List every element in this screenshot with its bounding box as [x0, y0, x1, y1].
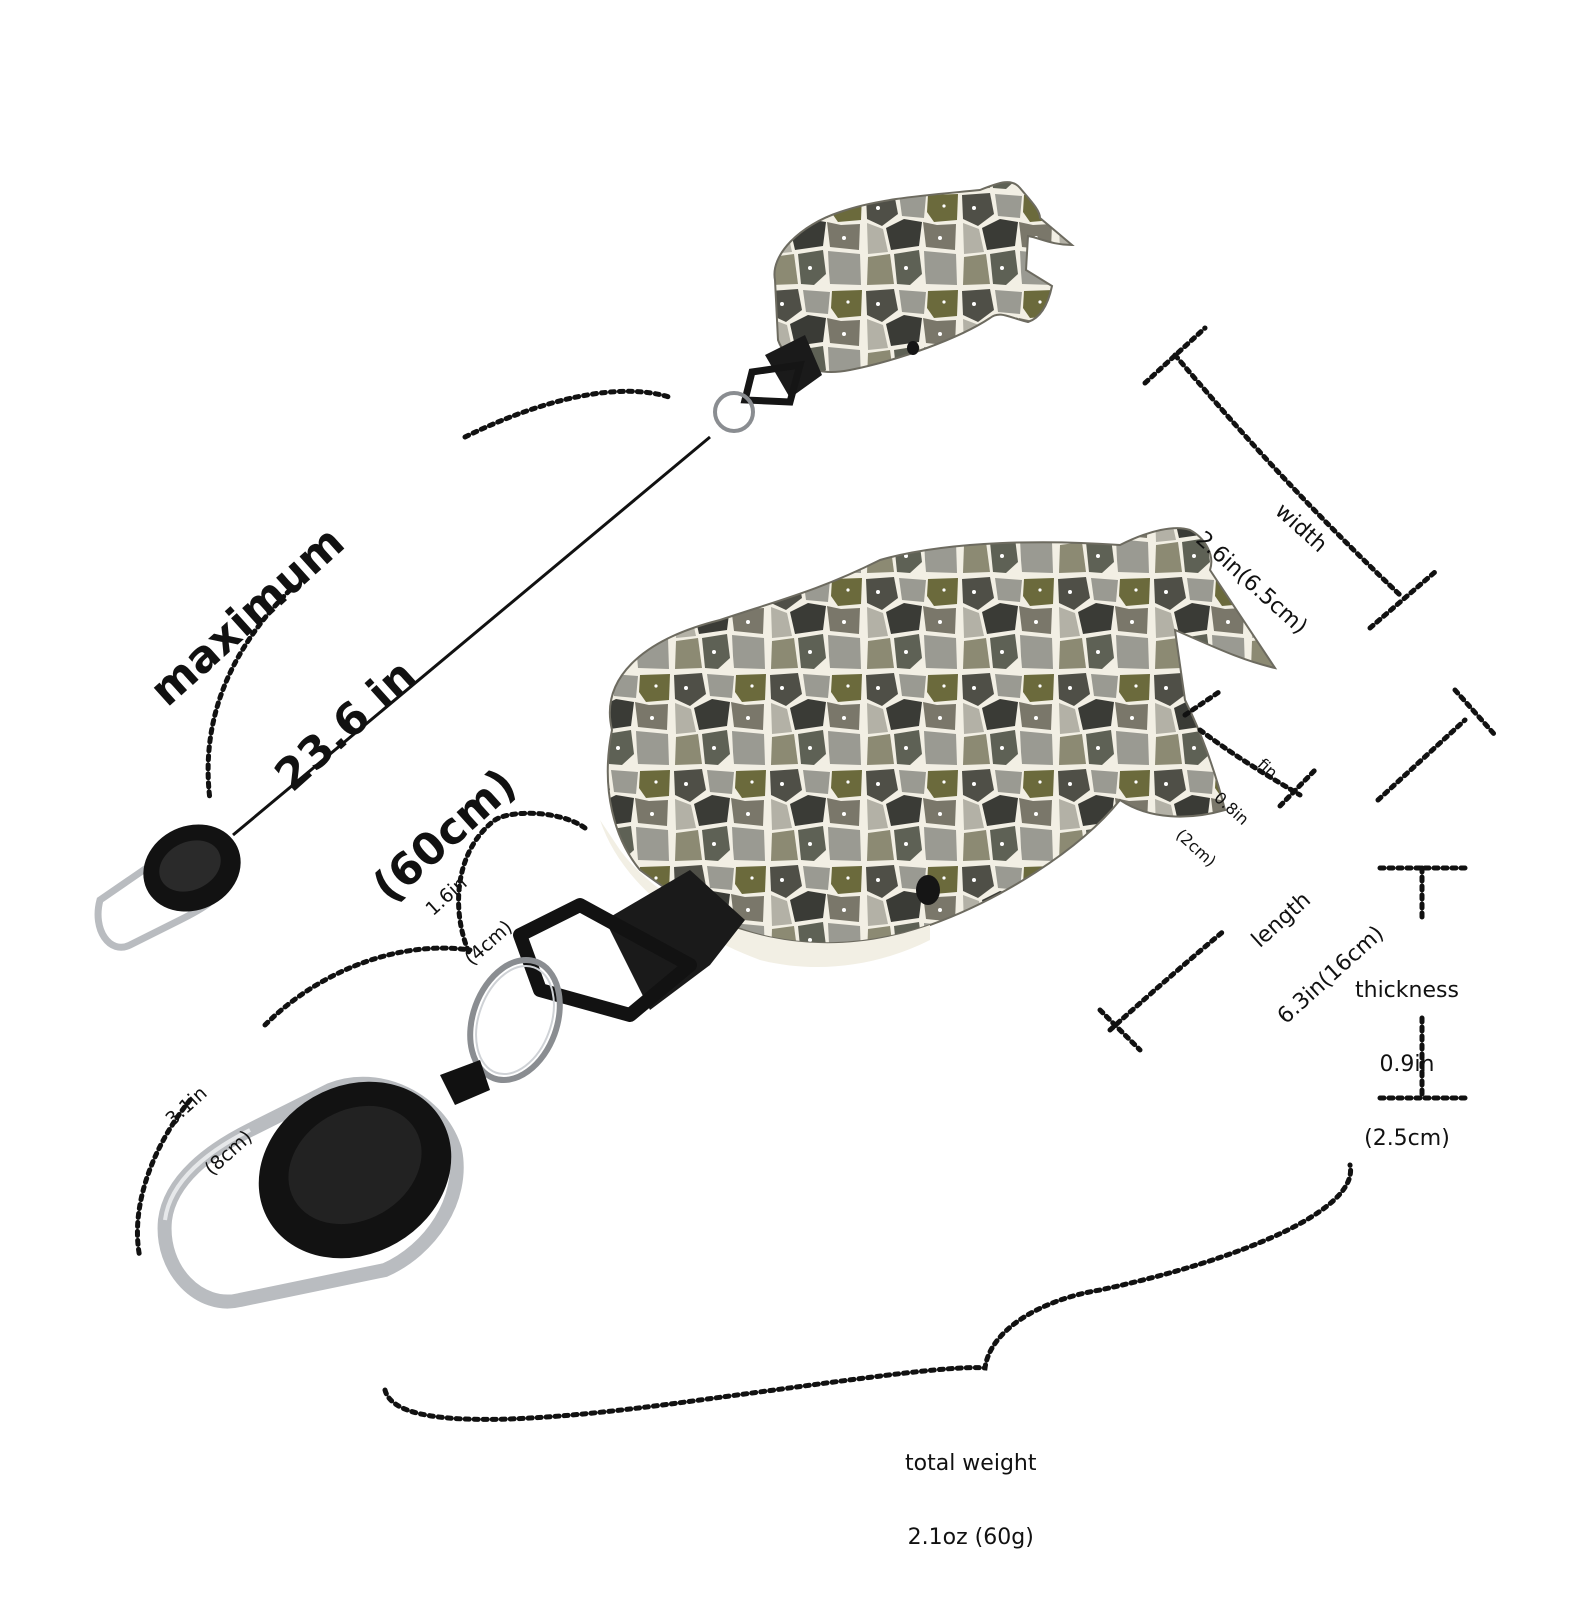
dim-fin-cap-a — [1182, 687, 1225, 718]
product-dimension-figure: maximum 23.6 in (60cm) width 2.6in(6.5cm… — [94, 181, 1498, 1550]
large-split-ring — [467, 956, 563, 1084]
dim-width-line — [1172, 352, 1403, 598]
dim-length-top — [1375, 717, 1468, 803]
dim-fin-cap-b — [1277, 767, 1318, 809]
product-illustration — [94, 181, 1498, 1422]
pouch-eye — [916, 875, 940, 905]
thickness-label: thickness 0.9in (2.5cm) — [1355, 978, 1459, 1151]
dim-width-bot — [1367, 569, 1438, 631]
dim-fin — [1197, 727, 1303, 798]
small-whale-pouch — [773, 181, 1075, 373]
reel-coil-connector — [440, 1060, 490, 1105]
dim-reel-lower — [135, 1097, 193, 1261]
retractable-cord — [232, 435, 711, 837]
small-split-ring — [713, 391, 755, 433]
dim-length-cap — [1097, 1007, 1143, 1053]
small-pouch-group — [94, 181, 1075, 951]
dim-max-upper — [462, 388, 675, 440]
small-d-ring — [740, 360, 805, 406]
total-weight-label: total weight 2.1oz (60g) — [905, 1451, 1037, 1551]
dim-reel-upper — [262, 945, 473, 1028]
dim-length-tcap — [1452, 687, 1498, 738]
large-pouch-group — [157, 527, 1278, 1309]
dim-weight — [382, 1162, 1353, 1422]
dim-max-lower — [205, 587, 293, 803]
dim-length-line — [1107, 927, 1228, 1033]
large-d-ring — [513, 898, 697, 1022]
dim-loop — [456, 810, 588, 958]
large-strap — [605, 870, 745, 1010]
